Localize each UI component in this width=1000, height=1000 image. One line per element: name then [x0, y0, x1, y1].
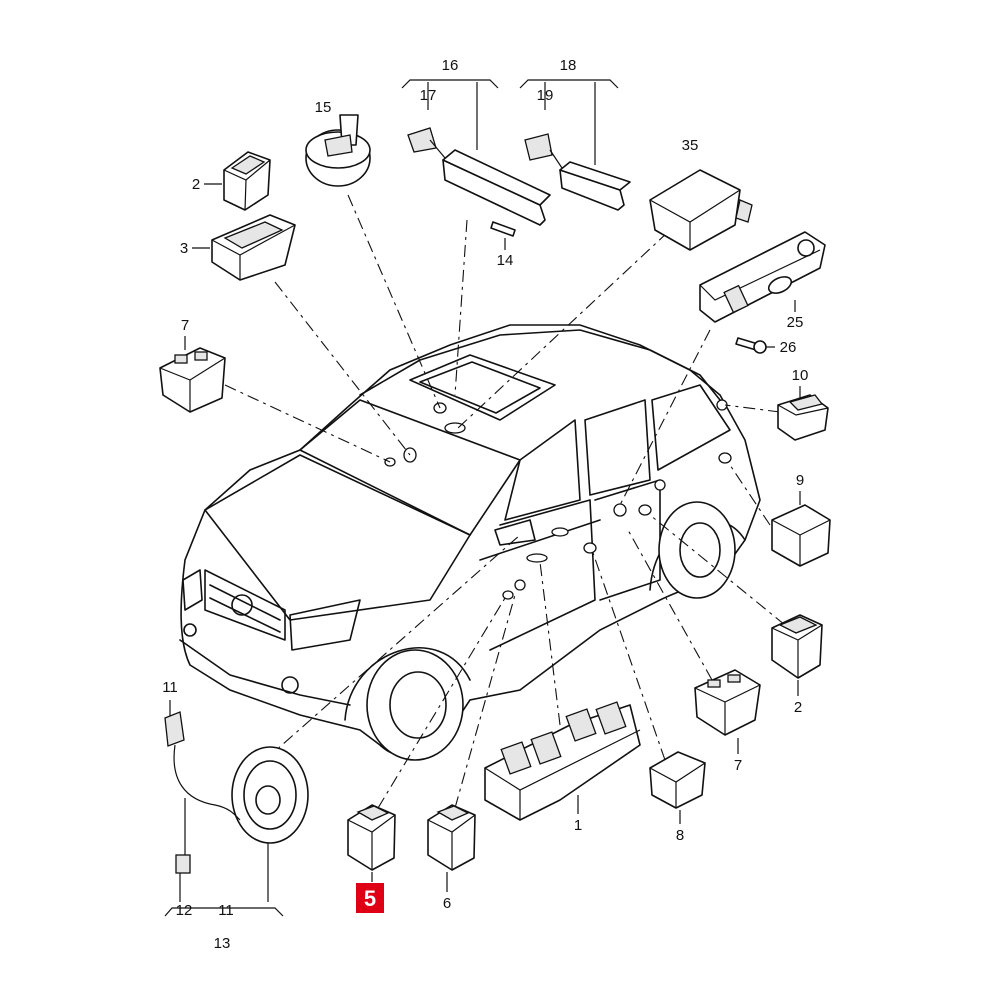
callout-5-highlight: 5	[356, 883, 384, 913]
callout-35: 35	[682, 137, 699, 154]
callout-25: 25	[787, 314, 804, 331]
callout-19: 19	[537, 87, 554, 104]
part-15-rotary-switch	[305, 114, 371, 187]
part-2-switch-right	[771, 614, 823, 679]
callout-8: 8	[676, 827, 684, 844]
part-16-control-unit	[407, 127, 551, 226]
part-2-switch-top	[223, 151, 271, 211]
callout-17: 17	[420, 87, 437, 104]
callout-7-right: 7	[734, 757, 742, 774]
callout-13: 13	[214, 935, 231, 952]
callout-11-bottom: 11	[218, 902, 234, 919]
part-6-switch	[427, 804, 476, 871]
part-10-switch	[777, 394, 829, 441]
callout-2-top: 2	[192, 176, 200, 193]
callout-2-right: 2	[794, 699, 802, 716]
callout-26: 26	[780, 339, 797, 356]
part-11-speaker	[164, 711, 309, 874]
callout-10: 10	[792, 367, 809, 384]
part-1-master-switch	[484, 701, 641, 821]
leader-lines	[224, 194, 786, 809]
part-8-switch	[649, 751, 706, 809]
part-26-screw	[735, 337, 767, 354]
callout-1: 1	[574, 817, 582, 834]
callout-labels: 16 17 18 19 15 35 2 3 14 25 26 7 10 9 2 …	[162, 57, 808, 952]
callout-9: 9	[796, 472, 804, 489]
callout-11-top: 11	[162, 679, 178, 696]
part-5-switch	[347, 804, 396, 871]
part-18-control-unit	[524, 133, 631, 211]
callout-14: 14	[497, 252, 514, 269]
group-brackets	[164, 79, 619, 917]
callout-12: 12	[176, 902, 193, 919]
part-3-switch	[211, 214, 296, 281]
callout-6: 6	[443, 895, 451, 912]
callout-15: 15	[315, 99, 332, 116]
part-9-switch	[771, 504, 831, 567]
callout-5: 5	[364, 886, 376, 911]
part-7-switch-left	[159, 347, 226, 413]
vehicle-outline	[179, 324, 761, 761]
callout-18: 18	[560, 57, 577, 74]
part-7-switch-right	[694, 669, 761, 736]
part-14-pin	[490, 221, 516, 237]
part-25-switch-panel	[699, 231, 826, 323]
callout-7-left: 7	[181, 317, 189, 334]
part-35-control-module	[649, 169, 753, 251]
callout-16: 16	[442, 57, 459, 74]
callout-3: 3	[180, 240, 188, 257]
